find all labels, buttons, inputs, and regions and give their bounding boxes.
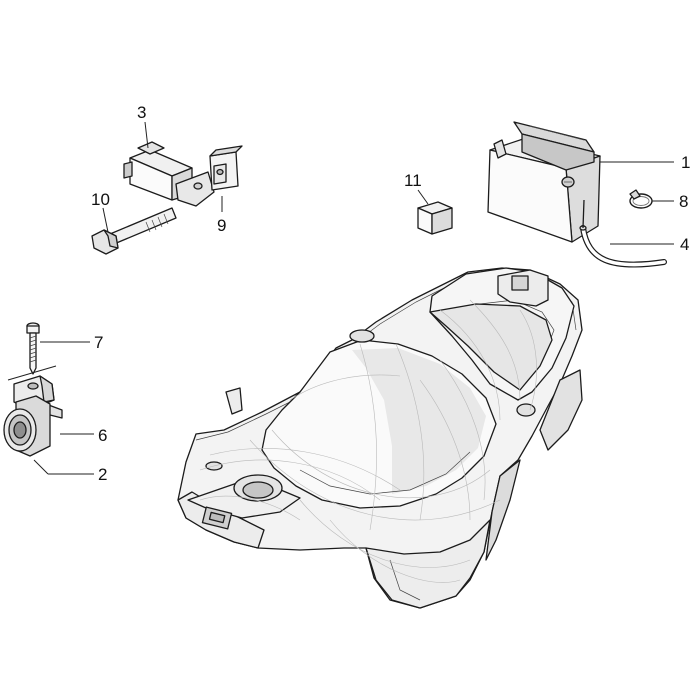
- clip-nut: [209, 145, 243, 191]
- callout-4: 4: [680, 235, 689, 254]
- helmet-compartment: [177, 267, 583, 609]
- horn-assembly: [3, 375, 63, 457]
- callout-9: 9: [217, 216, 226, 235]
- callout-2: 2: [98, 465, 107, 484]
- rubber-block: [417, 201, 453, 235]
- leader-2: [33, 459, 49, 475]
- battery: [487, 121, 601, 243]
- callout-6: 6: [98, 426, 107, 445]
- callout-8: 8: [679, 192, 688, 211]
- callout-3: 3: [137, 103, 146, 122]
- callout-7: 7: [94, 333, 103, 352]
- breather-tube: [579, 199, 667, 268]
- leader-11: [417, 189, 429, 205]
- screw: [7, 322, 57, 381]
- leader-lines: [33, 121, 674, 475]
- callout-1: 1: [681, 153, 690, 172]
- callout-10: 10: [91, 190, 110, 209]
- relay: [123, 141, 215, 207]
- hex-bolt: [91, 207, 177, 255]
- leader-10: [102, 207, 109, 233]
- callout-11: 11: [404, 171, 422, 190]
- hose-clamp: [629, 189, 653, 209]
- callout-numbers: 1 8 4 3 9 10 11 7 6 2: [91, 103, 690, 484]
- leader-3: [144, 121, 149, 149]
